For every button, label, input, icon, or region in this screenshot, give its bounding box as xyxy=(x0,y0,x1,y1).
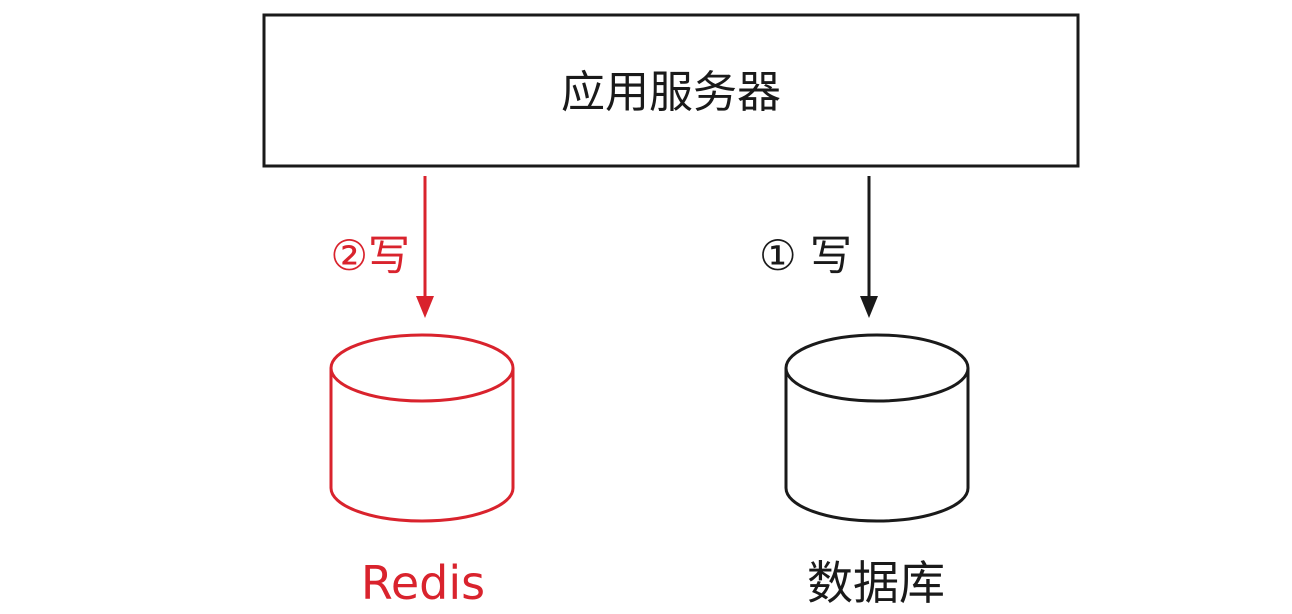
redis-label: Redis xyxy=(361,556,485,610)
app-server-label: 应用服务器 xyxy=(561,67,781,118)
redis-write-step-label: ②写 xyxy=(330,231,410,280)
database-label: 数据库 xyxy=(807,556,945,610)
db-write-step-label: ① 写 xyxy=(759,231,852,280)
app-server-node: 应用服务器 xyxy=(262,13,1080,168)
database-cylinder-icon xyxy=(784,333,970,523)
redis-cylinder-icon xyxy=(329,333,515,523)
app-server-box xyxy=(262,13,1080,168)
redis-arrow-head xyxy=(416,296,434,318)
redis-write-arrow xyxy=(416,176,434,318)
db-arrow-head xyxy=(860,296,878,318)
db-write-arrow xyxy=(860,176,878,318)
